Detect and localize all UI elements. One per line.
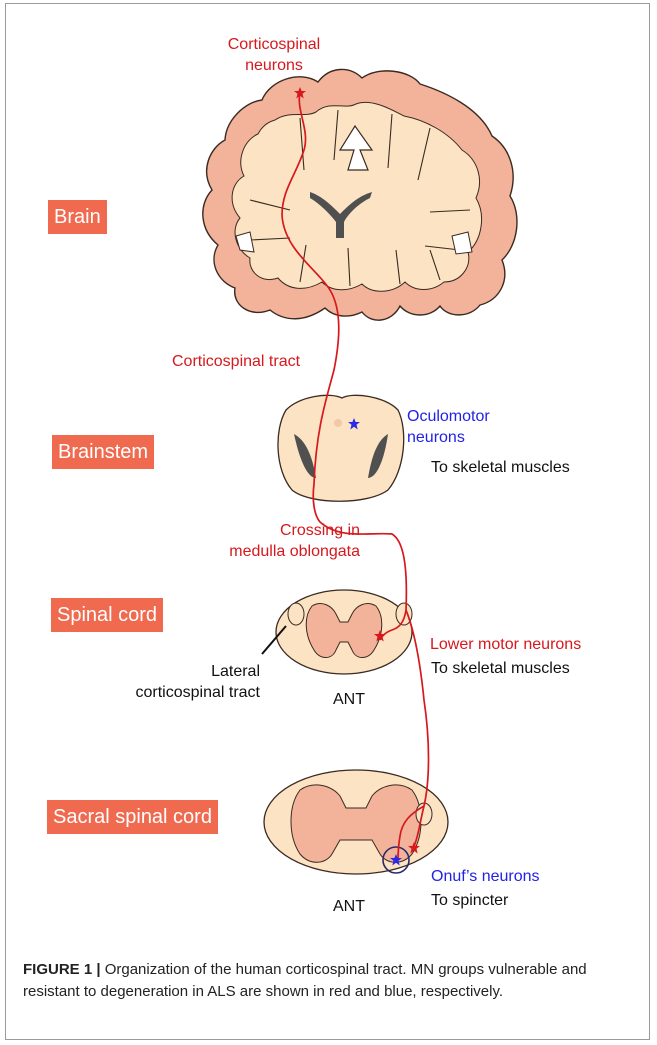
label-ant-spinal: ANT bbox=[333, 689, 365, 710]
brainstem-nucleus-dot bbox=[334, 419, 342, 427]
label-corticospinal-neurons: Corticospinal neurons bbox=[218, 34, 330, 76]
label-to-skeletal-muscles-2: To skeletal muscles bbox=[431, 658, 570, 679]
caption-text: Organization of the human corticospinal … bbox=[23, 961, 587, 1000]
label-to-spincter: To spincter bbox=[431, 890, 508, 911]
badge-brain: Brain bbox=[48, 200, 107, 234]
badge-spinal-cord: Spinal cord bbox=[51, 598, 163, 632]
label-onufs-neurons: Onuf’s neurons bbox=[431, 866, 540, 887]
label-lateral-corticospinal-tract: Lateral corticospinal tract bbox=[98, 661, 260, 703]
spinal-cord-section bbox=[262, 590, 412, 674]
label-ant-sacral: ANT bbox=[333, 896, 365, 917]
brainstem-section bbox=[278, 395, 404, 501]
label-lower-motor-neurons: Lower motor neurons bbox=[430, 634, 581, 655]
label-crossing: Crossing in medulla oblongata bbox=[200, 520, 360, 562]
badge-brainstem: Brainstem bbox=[52, 435, 154, 469]
label-oculomotor-neurons: Oculomotor neurons bbox=[407, 406, 490, 448]
left-lateral-tract bbox=[288, 603, 304, 625]
caption-label: FIGURE 1 | bbox=[23, 961, 101, 978]
brain-section bbox=[203, 69, 517, 320]
label-to-skeletal-muscles-1: To skeletal muscles bbox=[431, 457, 570, 478]
figure-caption: FIGURE 1 | Organization of the human cor… bbox=[23, 959, 635, 1003]
badge-sacral-spinal-cord: Sacral spinal cord bbox=[47, 800, 218, 834]
label-corticospinal-tract: Corticospinal tract bbox=[172, 351, 300, 372]
